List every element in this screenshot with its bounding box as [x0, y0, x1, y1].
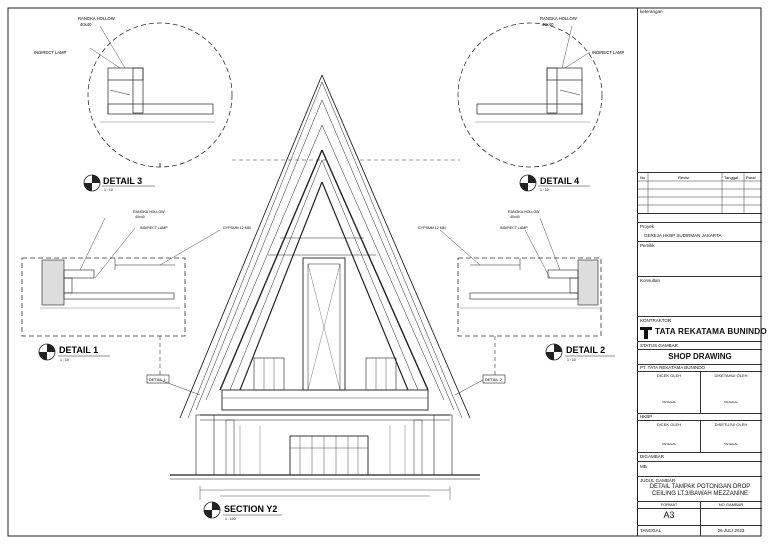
pt-line: PT. TATA REKATAMA BUNINDO	[640, 365, 706, 370]
detail-2-scale: 1 : 10	[567, 358, 576, 362]
tanggal-small-3: TANGGAL	[661, 442, 677, 446]
detail-3-bubble: RANGKA HOLLOW 40x40 INDIRECT LAMP	[34, 16, 233, 168]
rev-col-revisi: Revisi	[678, 175, 689, 180]
callout-lamp-4: INDIRECT LAMP	[592, 50, 624, 55]
rev-col-paraf: Paraf	[746, 175, 756, 180]
callout-lamp-1: INDIRECT LAMP	[140, 226, 168, 230]
judul-label: JUDUL GAMBAR	[640, 478, 676, 483]
callout-rangka-3: RANGKA HOLLOW	[78, 16, 115, 21]
status-value: SHOP DRAWING	[668, 352, 732, 361]
tanggal-small-2: TANGGAL	[723, 400, 739, 404]
callout-rangka-1: RANGKA HOLLOW	[133, 210, 165, 214]
callout-rangka-size-2: 40x40	[510, 215, 520, 219]
tanggal-label: TANGGAL	[640, 528, 662, 533]
hkbp-label: HKBP	[640, 414, 653, 419]
detail-2-box: RANGKA HOLLOW 40x40 INDIRECT LAMP GYPSUM…	[418, 210, 602, 337]
section-title: SECTION Y2	[224, 504, 277, 514]
dicek-oleh-2: DICEK OLEH	[656, 422, 682, 427]
detail-4-scale: 1 : 10	[540, 188, 549, 192]
detail-1-title: DETAIL 1	[59, 345, 98, 355]
proyek-value: GEREJA HKBP SUDIRMAN JAKARTA	[644, 233, 722, 238]
callout-rangka-2: RANGKA HOLLOW	[508, 210, 540, 214]
diketahui-oleh: DIKETAHUI OLEH	[714, 373, 748, 378]
detail-3-label: DETAIL 3 1 : 10	[83, 174, 155, 192]
callout-rangka-4: RANGKA HOLLOW	[540, 16, 577, 21]
tanggal-small-4: TANGGAL	[723, 442, 739, 446]
kontraktor-label: KONTRAKTOR	[640, 318, 672, 323]
keterangan-label: keterangan	[640, 9, 663, 14]
callout-gypsum-2: GYPSUM 12 MM	[418, 226, 446, 230]
detail-1-box: RANGKA HOLLOW 40x40 INDIRECT LAMP GYPSUM…	[21, 210, 251, 337]
title-block: keterangan No Revisi Tanggal Paraf Proye…	[637, 8, 767, 536]
callout-lamp-3: INDIRECT LAMP	[34, 50, 66, 55]
status-label: STATUS GAMBAR	[640, 343, 678, 348]
digambar-label: DIGAMBAR	[640, 454, 665, 459]
disetujui-oleh: DISETUJUI OLEH	[714, 422, 748, 427]
format-value: A3	[663, 510, 675, 520]
callout-gypsum-1: GYPSUM 12 MM	[223, 226, 251, 230]
detail-2-title: DETAIL 2	[566, 345, 605, 355]
detail-3-scale: 1 : 10	[104, 188, 113, 192]
callout-lamp-2: INDIRECT LAMP	[500, 226, 528, 230]
detail-1-scale: 1 : 10	[60, 358, 69, 362]
detail-4-bubble: RANGKA HOLLOW 40x40 INDIRECT LAMP	[457, 16, 624, 168]
digambar-value: MB	[640, 464, 647, 469]
proyek-label: Proyek	[640, 224, 655, 229]
tanggal-value: 26 JULI 2023	[717, 528, 745, 533]
callout-rangka-size-4: 40x40	[542, 22, 554, 27]
no-gambar-label: NO GAMBAR	[718, 502, 744, 507]
detail-3-title: DETAIL 3	[103, 176, 142, 186]
company-logo-icon	[640, 327, 652, 339]
tanggal-small-1: TANGGAL	[661, 400, 677, 404]
company-name: TATA REKATAMA BUNINDO	[655, 327, 767, 336]
detail-4-label: DETAIL 4 1 : 10	[519, 174, 590, 192]
format-label: FORMAT	[660, 502, 678, 507]
callout-rangka-size-1: 40x40	[135, 215, 145, 219]
tag-detail-2: DETAIL 2	[485, 377, 503, 382]
konsultan-label: Konsultan	[640, 278, 661, 283]
tag-detail-1: DETAIL 1	[149, 377, 167, 382]
pemilik-label: Pemilik	[640, 243, 655, 248]
dicek-oleh-1: DICEK OLEH	[656, 373, 682, 378]
company-logo-row: TATA REKATAMA BUNINDO	[638, 326, 767, 340]
revision-table: No Revisi Tanggal Paraf	[638, 173, 762, 213]
section-scale: 1 : 100	[225, 517, 236, 521]
judul-value: DETAIL TAMPAK POTONGAN DROP CEILING LT.3…	[649, 484, 751, 497]
rev-col-tanggal: Tanggal	[724, 175, 738, 180]
detail-4-title: DETAIL 4	[540, 176, 579, 186]
callout-rangka-size-3: 40x40	[80, 22, 92, 27]
section-y2-label: SECTION Y2 1 : 100	[203, 501, 282, 521]
detail-2-label: DETAIL 2 1 : 10	[545, 343, 615, 362]
detail-1-label: DETAIL 1 1 : 10	[38, 343, 110, 362]
section-y2-elevation	[170, 74, 480, 500]
rev-col-no: No	[640, 175, 646, 180]
